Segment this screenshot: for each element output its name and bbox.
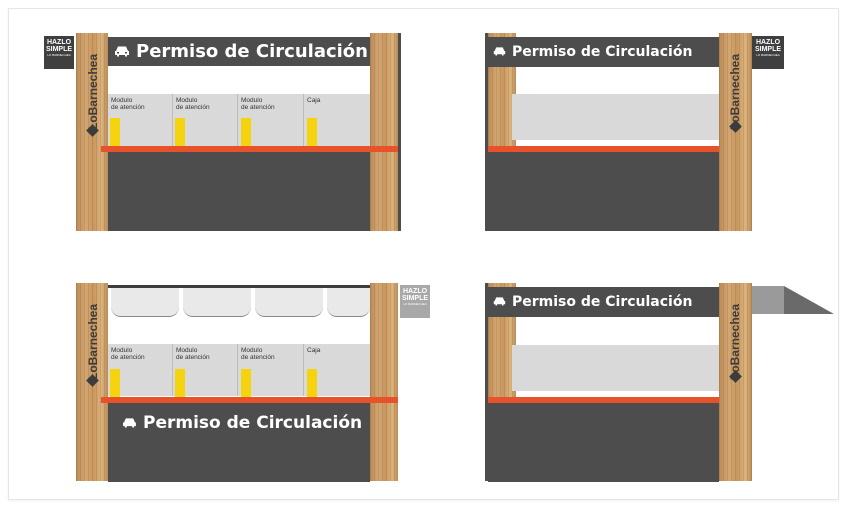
- yellow-marker: [241, 369, 251, 397]
- counter-top-stripe: [101, 146, 398, 152]
- counter-backwall: [108, 344, 370, 396]
- hazlo-line2: SIMPLE: [45, 46, 73, 53]
- yellow-marker: [110, 118, 120, 146]
- sign-banner: Permiso de Circulación: [488, 287, 719, 317]
- car-icon: [114, 41, 130, 62]
- awning-rail: [108, 285, 370, 288]
- counter-front: [488, 152, 719, 231]
- module-divider: [237, 344, 238, 396]
- sign-banner: Permiso de Circulación: [488, 37, 719, 67]
- back-edge: [485, 283, 488, 481]
- counter-front: [108, 403, 370, 482]
- car-icon: [493, 294, 506, 310]
- counter-top-stripe: [101, 397, 398, 403]
- yellow-marker: [241, 118, 251, 146]
- back-edge: [485, 33, 488, 231]
- counter-backwall: [108, 94, 370, 146]
- module-divider: [237, 94, 238, 146]
- brand-logo: LoBarnechea: [86, 303, 100, 381]
- yellow-marker: [110, 369, 120, 397]
- counter-top-stripe: [488, 397, 719, 403]
- counter-backwall: [512, 345, 719, 391]
- car-icon: [493, 44, 506, 60]
- sign-text: Permiso de Circulación: [136, 41, 368, 62]
- awning-panel: [183, 288, 251, 317]
- counter-top-stripe: [488, 146, 719, 152]
- wood-post-right: [370, 283, 398, 481]
- brand-logo: LoBarnechea: [86, 53, 100, 131]
- module-divider: [303, 94, 304, 146]
- post-edge: [398, 33, 401, 231]
- sign-text: Permiso de Circulación: [512, 44, 693, 60]
- hazlo-line1: HAZLO: [46, 39, 72, 46]
- yellow-marker: [307, 118, 317, 146]
- car-icon: [122, 413, 137, 433]
- flag-pennant: [752, 286, 834, 314]
- hazlo-simple-badge: HAZLO SIMPLE LO BARNECHEA: [400, 285, 430, 318]
- module-label: Caja: [307, 97, 321, 104]
- sign-banner: Permiso de Circulación: [108, 37, 370, 66]
- yellow-marker: [175, 369, 185, 397]
- hazlo-simple-badge: HAZLO SIMPLE LO BARNECHEA: [752, 36, 784, 69]
- sign-text: Permiso de Circulación: [512, 294, 693, 310]
- sign-banner: Permiso de Circulación: [108, 410, 370, 436]
- awning-panel: [255, 288, 323, 317]
- module-label: Caja: [307, 347, 321, 354]
- awning-panel: [327, 288, 370, 317]
- counter-backwall: [512, 94, 719, 140]
- counter-front: [488, 403, 719, 482]
- module-divider: [303, 344, 304, 396]
- hazlo-sub: LO BARNECHEA: [47, 53, 71, 57]
- hazlo-simple-badge: HAZLO SIMPLE LO BARNECHEA: [44, 36, 74, 69]
- yellow-marker: [175, 118, 185, 146]
- yellow-marker: [307, 369, 317, 397]
- awning-panel: [111, 288, 179, 317]
- counter-front: [108, 152, 370, 231]
- module-divider: [172, 94, 173, 146]
- wood-post-right: [370, 33, 398, 231]
- sign-text: Permiso de Circulación: [143, 413, 363, 433]
- module-divider: [172, 344, 173, 396]
